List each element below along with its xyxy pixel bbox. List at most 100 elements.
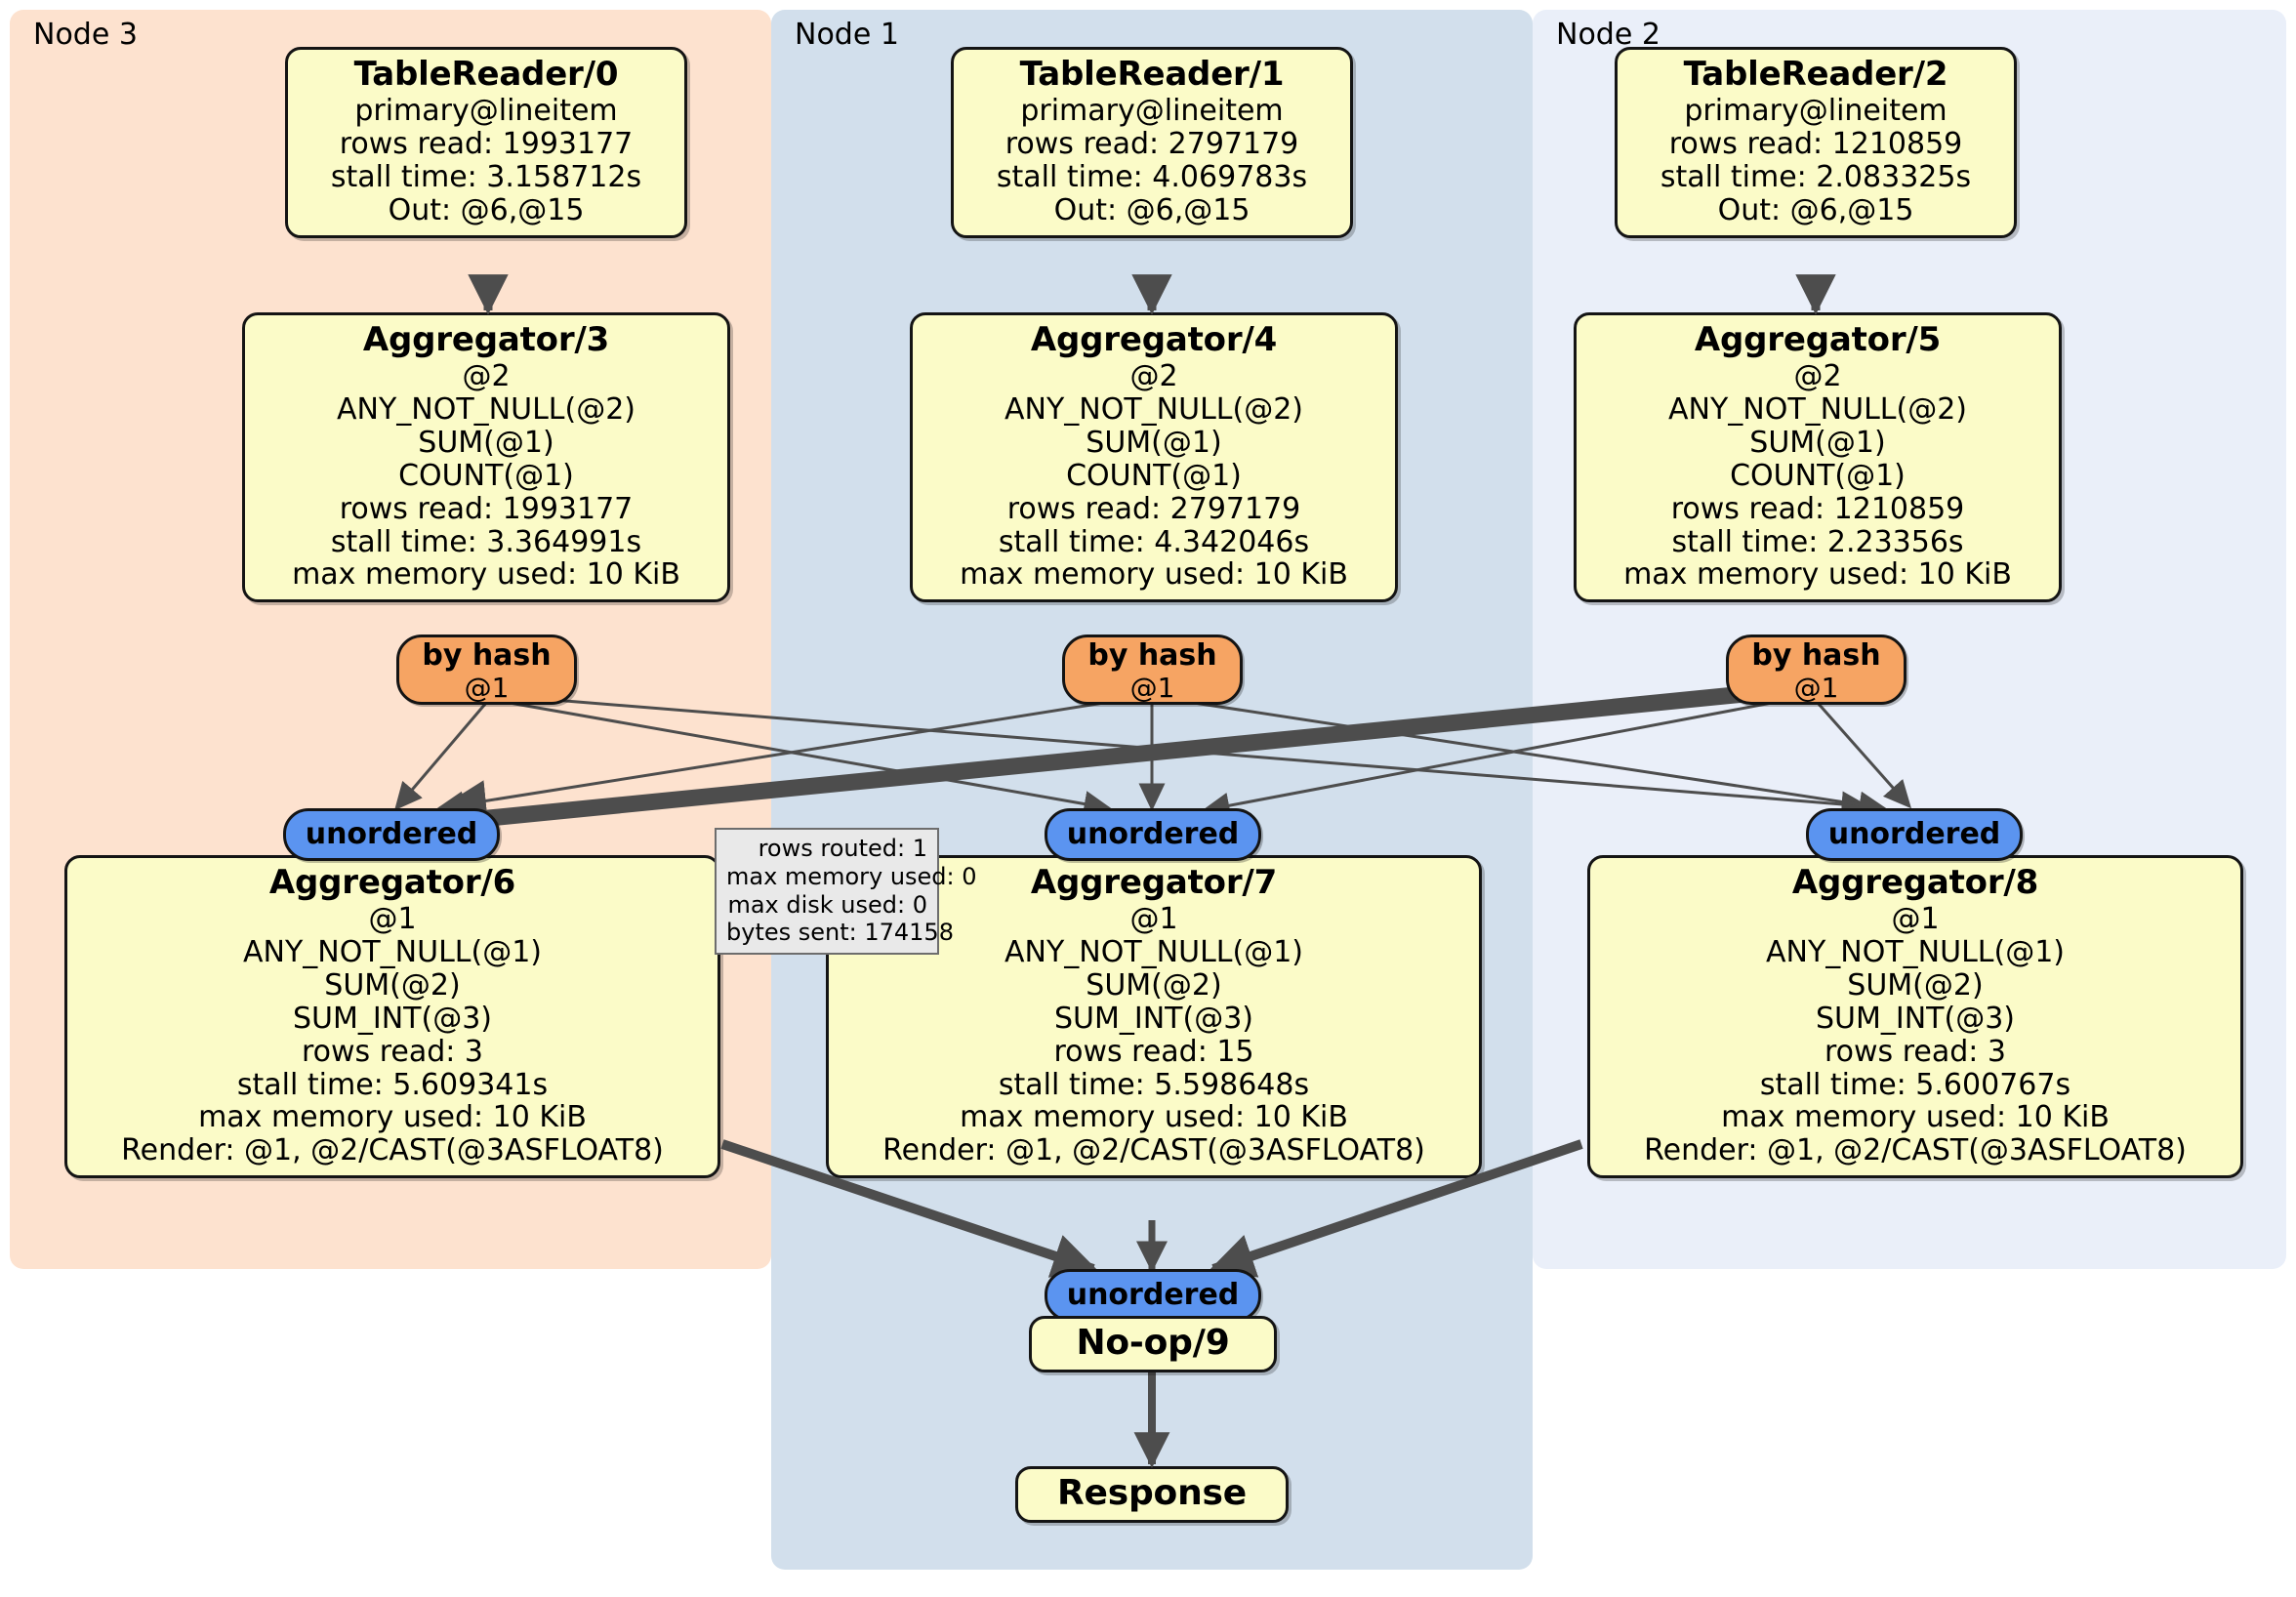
operator-aggregator-5[interactable]: Aggregator/5 @2 ANY_NOT_NULL(@2) SUM(@1)… bbox=[1574, 312, 2062, 603]
operator-detail-line: max memory used: 10 KiB bbox=[1623, 557, 2012, 593]
operator-detail-line: Render: @1, @2/CAST(@3ASFLOAT8) bbox=[882, 1133, 1425, 1168]
stat-line: rows routed: 1 bbox=[758, 835, 927, 862]
operator-title: Aggregator/3 bbox=[362, 320, 610, 359]
router-by-hash-3[interactable]: by hash @1 bbox=[396, 635, 577, 705]
operator-title: TableReader/0 bbox=[353, 55, 619, 94]
operator-detail-line: SUM_INT(@3) bbox=[1054, 1001, 1253, 1036]
operator-response[interactable]: Response bbox=[1015, 1466, 1289, 1524]
stat-line: max memory used: 0 bbox=[726, 862, 977, 890]
operator-aggregator-3[interactable]: Aggregator/3 @2 ANY_NOT_NULL(@2) SUM(@1)… bbox=[242, 312, 730, 603]
operator-aggregator-8[interactable]: Aggregator/8 @1 ANY_NOT_NULL(@1) SUM(@2)… bbox=[1587, 855, 2243, 1179]
operator-detail-line: max memory used: 10 KiB bbox=[1721, 1100, 2110, 1135]
cluster-label-node2: Node 2 bbox=[1556, 18, 1660, 52]
operator-detail-line: SUM(@1) bbox=[1749, 425, 1886, 460]
operator-detail-line: rows read: 15 bbox=[1053, 1034, 1254, 1069]
operator-title: Aggregator/6 bbox=[268, 863, 516, 902]
operator-title: Aggregator/7 bbox=[1030, 863, 1278, 902]
stat-line: bytes sent: 174158 bbox=[726, 919, 954, 947]
operator-detail-line: max memory used: 10 KiB bbox=[198, 1100, 587, 1135]
operator-detail-line: ANY_NOT_NULL(@1) bbox=[1004, 934, 1303, 969]
operator-detail-line: Render: @1, @2/CAST(@3ASFLOAT8) bbox=[121, 1133, 664, 1168]
operator-detail-line: rows read: 3 bbox=[301, 1034, 484, 1069]
operator-detail-line: ANY_NOT_NULL(@1) bbox=[1766, 934, 2065, 969]
operator-detail-line: @2 bbox=[462, 359, 511, 394]
operator-detail-line: ANY_NOT_NULL(@2) bbox=[1668, 391, 1967, 427]
router-unordered-7[interactable]: unordered bbox=[1045, 808, 1261, 861]
router-title: unordered bbox=[1827, 817, 2001, 851]
router-unordered-6[interactable]: unordered bbox=[283, 808, 500, 861]
operator-detail-line: COUNT(@1) bbox=[398, 458, 574, 493]
operator-title: Response bbox=[1057, 1473, 1247, 1513]
operator-detail-line: SUM(@2) bbox=[324, 967, 461, 1003]
operator-detail-line: rows read: 1993177 bbox=[339, 491, 634, 526]
operator-detail-line: stall time: 3.364991s bbox=[330, 524, 642, 559]
cluster-label-node1: Node 1 bbox=[795, 18, 899, 52]
operator-title: TableReader/2 bbox=[1683, 55, 1948, 94]
stream-stats-box: rows routed: 1 max memory used: 0 max di… bbox=[715, 828, 977, 956]
operator-detail-line: @1 bbox=[1891, 902, 1940, 937]
operator-detail-line: SUM(@1) bbox=[1086, 425, 1222, 460]
operator-detail-line: SUM(@1) bbox=[418, 425, 554, 460]
operator-detail-line: stall time: 5.609341s bbox=[236, 1067, 549, 1102]
operator-aggregator-4[interactable]: Aggregator/4 @2 ANY_NOT_NULL(@2) SUM(@1)… bbox=[910, 312, 1398, 603]
operator-detail-line: SUM_INT(@3) bbox=[1816, 1001, 2015, 1036]
operator-detail-line: rows read: 1210859 bbox=[1670, 491, 1965, 526]
operator-detail-line: @1 bbox=[1129, 902, 1178, 937]
operator-table-reader-1[interactable]: TableReader/1 primary@lineitem rows read… bbox=[951, 47, 1353, 238]
router-unordered-8[interactable]: unordered bbox=[1806, 808, 2023, 861]
operator-detail-line: SUM(@2) bbox=[1086, 967, 1222, 1003]
router-unordered-9[interactable]: unordered bbox=[1045, 1269, 1261, 1322]
operator-detail-line: COUNT(@1) bbox=[1066, 458, 1242, 493]
operator-detail-line: @2 bbox=[1129, 359, 1178, 394]
operator-aggregator-6[interactable]: Aggregator/6 @1 ANY_NOT_NULL(@1) SUM(@2)… bbox=[64, 855, 720, 1179]
operator-detail-line: max memory used: 10 KiB bbox=[960, 557, 1348, 593]
operator-detail-line: COUNT(@1) bbox=[1730, 458, 1906, 493]
operator-detail-line: rows read: 3 bbox=[1824, 1034, 2007, 1069]
router-subtitle: @1 bbox=[1793, 671, 1839, 704]
operator-detail-line: stall time: 4.342046s bbox=[998, 524, 1310, 559]
operator-detail-line: Render: @1, @2/CAST(@3ASFLOAT8) bbox=[1644, 1133, 2187, 1168]
operator-detail-line: Out: @6,@15 bbox=[388, 192, 585, 227]
stat-line: max disk used: 0 bbox=[727, 890, 927, 919]
operator-detail-line: @1 bbox=[368, 902, 417, 937]
operator-detail-line: rows read: 1993177 bbox=[339, 126, 634, 161]
router-title: by hash bbox=[422, 638, 552, 673]
operator-no-op-9[interactable]: No-op/9 bbox=[1029, 1316, 1277, 1373]
operator-detail-line: Out: @6,@15 bbox=[1717, 192, 1914, 227]
operator-title: No-op/9 bbox=[1076, 1323, 1230, 1363]
operator-detail-line: stall time: 5.598648s bbox=[998, 1067, 1310, 1102]
router-title: unordered bbox=[305, 817, 478, 851]
operator-detail-line: primary@lineitem bbox=[354, 94, 618, 129]
router-by-hash-4[interactable]: by hash @1 bbox=[1062, 635, 1243, 705]
operator-detail-line: rows read: 2797179 bbox=[1006, 491, 1301, 526]
operator-title: Aggregator/8 bbox=[1791, 863, 2039, 902]
router-title: unordered bbox=[1066, 1278, 1240, 1312]
operator-detail-line: stall time: 3.158712s bbox=[330, 159, 642, 194]
operator-detail-line: rows read: 2797179 bbox=[1004, 126, 1299, 161]
operator-detail-line: ANY_NOT_NULL(@1) bbox=[243, 934, 542, 969]
router-subtitle: @1 bbox=[1129, 671, 1175, 704]
operator-detail-line: stall time: 2.23356s bbox=[1671, 524, 1964, 559]
operator-table-reader-0[interactable]: TableReader/0 primary@lineitem rows read… bbox=[285, 47, 687, 238]
operator-detail-line: @2 bbox=[1793, 359, 1842, 394]
router-subtitle: @1 bbox=[464, 671, 510, 704]
operator-title: TableReader/1 bbox=[1019, 55, 1285, 94]
operator-detail-line: max memory used: 10 KiB bbox=[960, 1100, 1348, 1135]
router-title: by hash bbox=[1751, 638, 1881, 673]
operator-title: Aggregator/4 bbox=[1030, 320, 1278, 359]
operator-detail-line: rows read: 1210859 bbox=[1668, 126, 1963, 161]
operator-detail-line: stall time: 2.083325s bbox=[1660, 159, 1972, 194]
operator-detail-line: primary@lineitem bbox=[1020, 94, 1284, 129]
router-title: unordered bbox=[1066, 817, 1240, 851]
operator-detail-line: Out: @6,@15 bbox=[1053, 192, 1250, 227]
router-title: by hash bbox=[1087, 638, 1217, 673]
operator-title: Aggregator/5 bbox=[1694, 320, 1942, 359]
operator-table-reader-2[interactable]: TableReader/2 primary@lineitem rows read… bbox=[1615, 47, 2017, 238]
operator-detail-line: max memory used: 10 KiB bbox=[292, 557, 680, 593]
operator-detail-line: stall time: 5.600767s bbox=[1759, 1067, 2071, 1102]
operator-detail-line: SUM(@2) bbox=[1847, 967, 1984, 1003]
router-by-hash-5[interactable]: by hash @1 bbox=[1726, 635, 1906, 705]
operator-detail-line: ANY_NOT_NULL(@2) bbox=[337, 391, 636, 427]
operator-detail-line: stall time: 4.069783s bbox=[996, 159, 1308, 194]
